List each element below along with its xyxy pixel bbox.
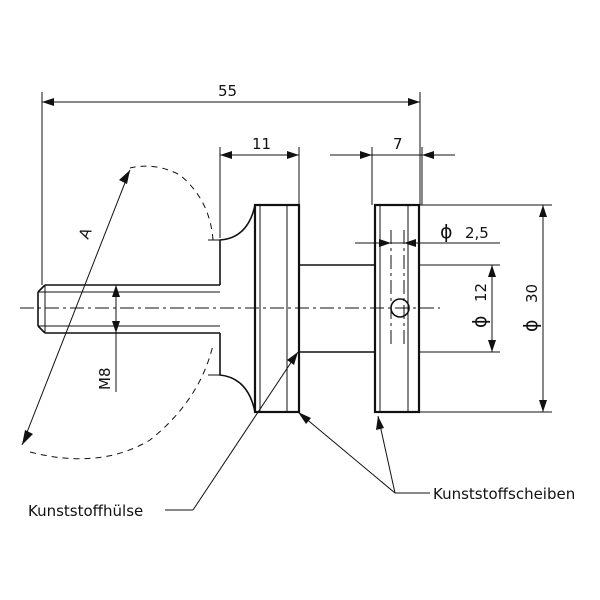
dim-disc-diameter-symbol: ϕ (520, 319, 542, 332)
cross-hole (390, 298, 410, 318)
dim-disc-diameter-label: 30 (523, 284, 541, 303)
dim-shaft-diameter: ϕ 12 (420, 264, 500, 353)
dim-disc-width: 7 (330, 135, 455, 205)
dim-shaft-diameter-symbol: ϕ (469, 315, 491, 328)
dim-disc-width-label: 7 (393, 135, 403, 153)
dim-hole-diameter-symbol: ϕ (440, 221, 453, 243)
callout-discs-label: Kunststoffscheiben (433, 485, 575, 503)
threaded-shaft (37, 284, 220, 334)
hub-neck (208, 204, 256, 413)
dim-hole-diameter: ϕ 2,5 (355, 221, 500, 247)
swing-radius-arc (29, 165, 214, 460)
dim-shaft-diameter-label: 12 (472, 283, 490, 302)
plastic-sleeve (253, 203, 301, 414)
callout-discs: Kunststoffscheiben (297, 411, 575, 503)
dim-overall-length-label: 55 (218, 82, 237, 100)
dim-sleeve-length-label: 11 (252, 135, 271, 153)
dim-hole-diameter-label: 2,5 (465, 224, 489, 242)
callout-sleeve: Kunststoffhülse (28, 351, 299, 520)
callout-sleeve-label: Kunststoffhülse (28, 502, 143, 520)
dim-radius-a-label: A (75, 225, 96, 242)
dim-disc-diameter: ϕ 30 (420, 204, 552, 413)
dim-thread-label: M8 (96, 368, 114, 391)
dim-thread: M8 (96, 285, 120, 392)
middle-shaft (299, 264, 375, 353)
plastic-disc (373, 203, 421, 414)
dim-overall-length: 55 (41, 82, 421, 285)
dim-sleeve-length: 11 (219, 135, 300, 238)
